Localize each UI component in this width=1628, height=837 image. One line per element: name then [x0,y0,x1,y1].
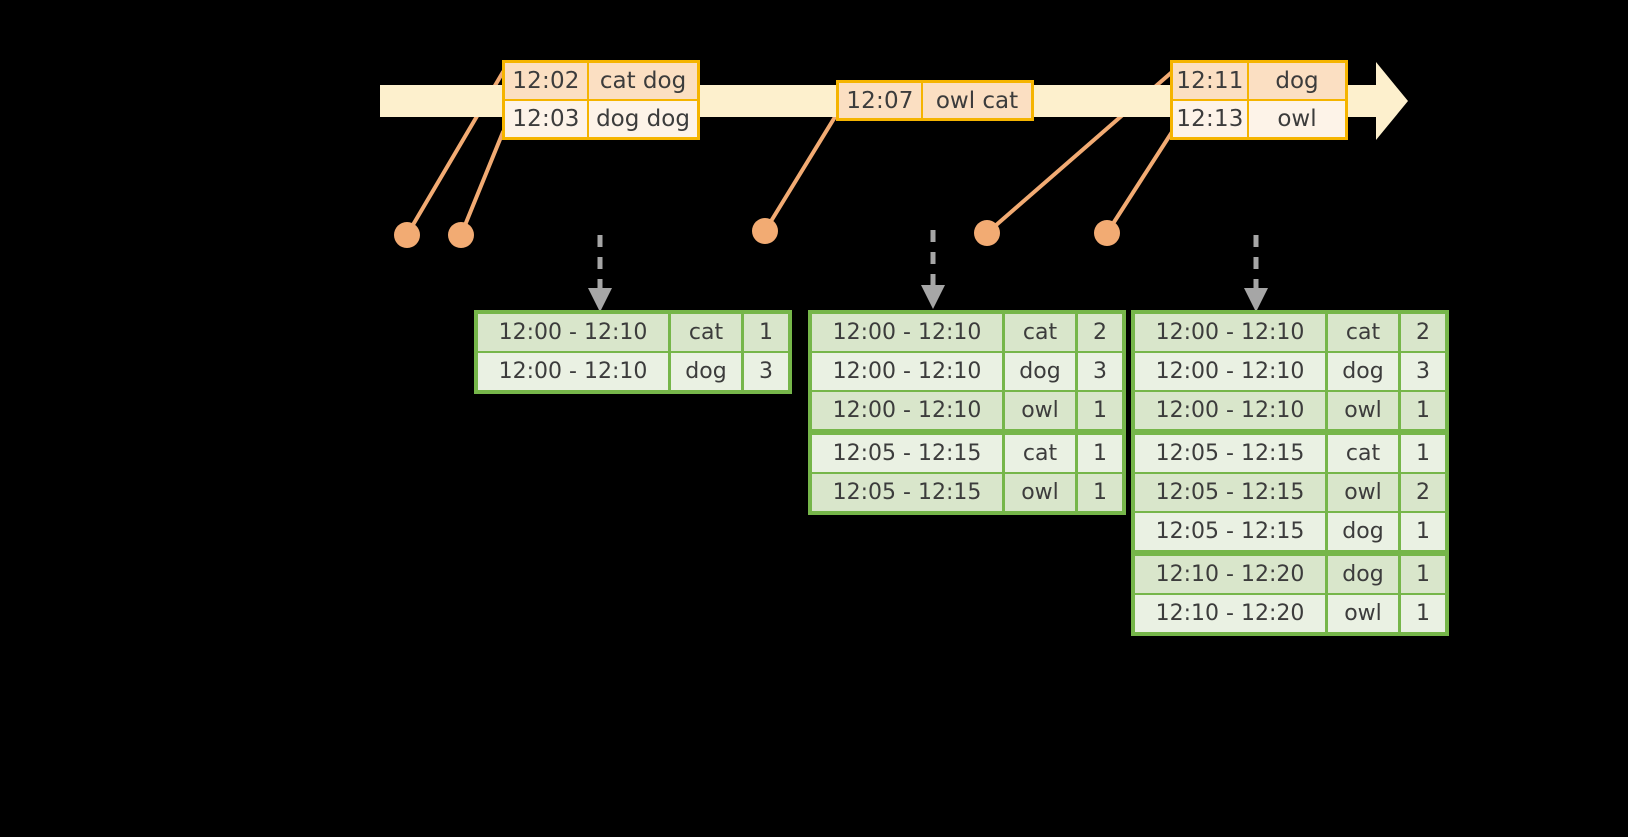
cell-count: 2 [1078,314,1122,351]
table-row: 12:00 - 12:10 dog 3 [1135,353,1445,390]
event-marker-1 [394,222,420,248]
cell-count: 3 [1078,353,1122,390]
result-group: 12:10 - 12:20 dog 1 12:10 - 12:20 owl 1 [1135,556,1445,632]
table-row: 12:00 - 12:10 dog 3 [812,353,1122,390]
event-marker-5 [1094,220,1120,246]
cell-window: 12:05 - 12:15 [812,435,1002,472]
cell-count: 1 [1401,392,1445,429]
wire-3 [763,110,840,233]
table-row: 12:05 - 12:15 dog 1 [1135,513,1445,550]
table-row: 12:00 - 12:10 owl 1 [812,392,1122,429]
cell-count: 1 [1401,513,1445,550]
cell-key: owl [1328,595,1398,632]
cell-count: 1 [744,314,788,351]
cell-window: 12:00 - 12:10 [812,314,1002,351]
cell-key: dog [1328,353,1398,390]
dashed-arrow-head-2 [921,285,945,309]
cell-key: dog [671,353,741,390]
cell-key: dog [1328,556,1398,593]
table-row: 12:05 - 12:15 owl 2 [1135,474,1445,511]
event-value: owl [1277,106,1317,132]
table-row: 12:00 - 12:10 cat 1 [478,314,788,351]
cell-key: cat [1328,435,1398,472]
result-group: 12:05 - 12:15 cat 1 12:05 - 12:15 owl 2 … [1135,435,1445,550]
cell-window: 12:00 - 12:10 [1135,353,1325,390]
cell-window: 12:05 - 12:15 [1135,513,1325,550]
dashed-arrow-head-3 [1244,288,1268,312]
event-row: 12:11 dog [1173,63,1345,99]
cell-key: cat [671,314,741,351]
cell-count: 1 [1401,435,1445,472]
event-value: cat dog [599,68,687,94]
event-row: 12:07 owl cat [839,83,1031,118]
cell-count: 1 [1078,392,1122,429]
cell-key: owl [1005,392,1075,429]
event-time: 12:07 [839,83,923,118]
cell-count: 3 [1401,353,1445,390]
table-row: 12:05 - 12:15 cat 1 [1135,435,1445,472]
timeline-arrow-icon [1338,62,1408,140]
table-row: 12:00 - 12:10 dog 3 [478,353,788,390]
event-time: 12:02 [505,63,589,99]
cell-window: 12:05 - 12:15 [1135,474,1325,511]
cell-window: 12:05 - 12:15 [1135,435,1325,472]
cell-key: owl [1328,474,1398,511]
cell-window: 12:00 - 12:10 [1135,314,1325,351]
cell-key: cat [1005,435,1075,472]
event-row: 12:03 dog dog [505,99,697,137]
event-time: 12:13 [1173,101,1249,137]
cell-window: 12:00 - 12:10 [478,314,668,351]
result-table-2: 12:00 - 12:10 cat 2 12:00 - 12:10 dog 3 … [808,310,1126,515]
cell-window: 12:00 - 12:10 [812,392,1002,429]
cell-key: owl [1328,392,1398,429]
cell-count: 2 [1401,314,1445,351]
event-marker-2 [448,222,474,248]
cell-count: 3 [744,353,788,390]
cell-window: 12:00 - 12:10 [1135,392,1325,429]
result-group: 12:00 - 12:10 cat 2 12:00 - 12:10 dog 3 … [812,314,1122,429]
result-group: 12:00 - 12:10 cat 2 12:00 - 12:10 dog 3 … [1135,314,1445,429]
dashed-arrow-head-1 [588,288,612,312]
table-row: 12:00 - 12:10 owl 1 [1135,392,1445,429]
events-group-3: 12:11 dog 12:13 owl [1170,60,1348,140]
event-marker-3 [752,218,778,244]
cell-window: 12:05 - 12:15 [812,474,1002,511]
table-row: 12:00 - 12:10 cat 2 [1135,314,1445,351]
event-row: 12:02 cat dog [505,63,697,99]
table-row: 12:05 - 12:15 cat 1 [812,435,1122,472]
cell-count: 1 [1401,595,1445,632]
wire-2 [459,130,505,237]
cell-key: cat [1005,314,1075,351]
cell-key: cat [1328,314,1398,351]
events-group-1: 12:02 cat dog 12:03 dog dog [502,60,700,140]
table-row: 12:05 - 12:15 owl 1 [812,474,1122,511]
wire-5 [1105,130,1174,235]
cell-count: 2 [1401,474,1445,511]
events-group-2: 12:07 owl cat [836,80,1034,121]
cell-key: dog [1328,513,1398,550]
event-value: dog [1275,68,1319,94]
cell-window: 12:00 - 12:10 [478,353,668,390]
result-group: 12:05 - 12:15 cat 1 12:05 - 12:15 owl 1 [812,435,1122,511]
table-row: 12:00 - 12:10 cat 2 [812,314,1122,351]
result-table-1: 12:00 - 12:10 cat 1 12:00 - 12:10 dog 3 [474,310,792,394]
result-group: 12:00 - 12:10 cat 1 12:00 - 12:10 dog 3 [478,314,788,390]
cell-count: 1 [1078,474,1122,511]
cell-key: owl [1005,474,1075,511]
table-row: 12:10 - 12:20 owl 1 [1135,595,1445,632]
event-time: 12:11 [1173,63,1249,99]
table-row: 12:10 - 12:20 dog 1 [1135,556,1445,593]
event-time: 12:03 [505,101,589,137]
event-value: owl cat [935,87,1019,114]
event-marker-4 [974,220,1000,246]
cell-count: 1 [1078,435,1122,472]
result-table-3: 12:00 - 12:10 cat 2 12:00 - 12:10 dog 3 … [1131,310,1449,636]
cell-window: 12:10 - 12:20 [1135,556,1325,593]
event-value: dog dog [596,106,690,132]
cell-key: dog [1005,353,1075,390]
event-row: 12:13 owl [1173,99,1345,137]
cell-count: 1 [1401,556,1445,593]
cell-window: 12:10 - 12:20 [1135,595,1325,632]
cell-window: 12:00 - 12:10 [812,353,1002,390]
